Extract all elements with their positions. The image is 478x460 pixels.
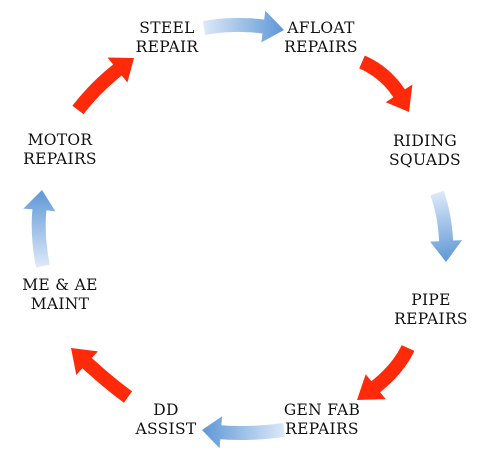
node-steel-repair-line-2: REPAIR — [135, 38, 199, 56]
node-gen-fab-repairs-line-1: GEN FAB — [283, 401, 361, 419]
node-steel-repair-line-1: STEEL — [139, 19, 195, 37]
node-pipe-repairs-line-2: REPAIRS — [394, 310, 468, 328]
node-steel-repair: STEEL REPAIR — [107, 19, 227, 57]
node-riding-squads: RIDING SQUADS — [365, 132, 478, 170]
node-dd-assist: DD ASSIST — [106, 401, 226, 439]
node-me-ae-maint-line-2: MAINT — [30, 295, 90, 313]
node-gen-fab-repairs: GEN FAB REPAIRS — [262, 401, 382, 439]
node-dd-assist-line-2: ASSIST — [135, 420, 197, 438]
node-afloat-repairs-line-1: AFLOAT — [287, 19, 355, 37]
node-pipe-repairs-line-1: PIPE — [411, 291, 451, 309]
arrow-me-to-motor — [23, 190, 56, 268]
arrow-afloat-to-riding — [359, 55, 413, 112]
node-me-ae-maint-line-1: ME & AE — [22, 276, 98, 294]
arrow-dd-to-me — [71, 348, 133, 403]
arrow-pipe-to-genfab — [357, 345, 415, 400]
node-riding-squads-line-1: RIDING — [392, 132, 458, 150]
node-motor-repairs-line-2: REPAIRS — [23, 150, 97, 168]
node-gen-fab-repairs-line-2: REPAIRS — [285, 420, 359, 438]
arrow-steel-to-afloat — [202, 10, 284, 43]
node-dd-assist-line-1: DD — [153, 401, 179, 419]
node-motor-repairs: MOTOR REPAIRS — [0, 131, 120, 169]
arrow-genfab-to-dd — [202, 416, 285, 449]
node-afloat-repairs: AFLOAT REPAIRS — [261, 19, 381, 57]
node-motor-repairs-line-1: MOTOR — [27, 131, 93, 149]
node-afloat-repairs-line-2: REPAIRS — [284, 38, 358, 56]
node-pipe-repairs: PIPE REPAIRS — [371, 291, 478, 329]
node-me-ae-maint: ME & AE MAINT — [0, 276, 120, 314]
arrow-motor-to-steel — [72, 57, 134, 115]
node-riding-squads-line-2: SQUADS — [389, 151, 461, 169]
arrow-riding-to-pipe — [430, 190, 463, 262]
